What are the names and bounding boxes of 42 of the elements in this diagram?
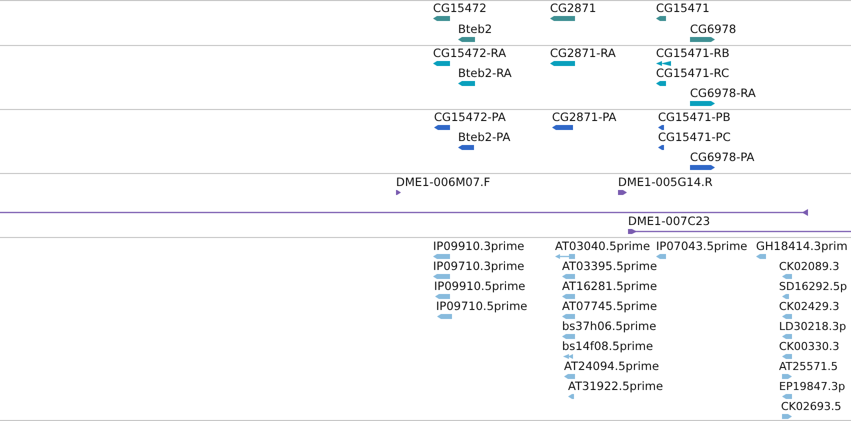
feature-label: IP07043.5prime [656, 240, 748, 253]
feature-label: CG15472 [433, 2, 487, 15]
feature-label: SD16292.5p [779, 280, 847, 293]
feature-label: CK02429.3 [779, 300, 840, 313]
feature-label: DME1-006M07.F [396, 176, 490, 189]
feature-label: CG2871-PA [552, 111, 616, 124]
feature-label: CG15472-PA [434, 111, 506, 124]
feature-label: Bteb2-PA [458, 131, 510, 144]
feature-label: DME1-007C23 [628, 215, 710, 228]
feature-label: CK02089.3 [779, 260, 840, 273]
feature-label: CG15471-RC [656, 67, 730, 80]
feature-label: CK02693.5 [781, 400, 842, 413]
feature-label: CG15471-PB [658, 111, 730, 124]
feature-label: IP09910.5prime [434, 280, 526, 293]
feature-label: CK00330.3 [779, 340, 840, 353]
feature-label: IP09710.5prime [436, 300, 528, 313]
feature-label: GH18414.3prim [756, 240, 848, 253]
feature-label: AT03040.5prime [555, 240, 650, 253]
feature-label: AT07745.5prime [562, 300, 658, 313]
feature-label: bs14f08.5prime [562, 340, 654, 353]
feature-label: AT03395.5prime [562, 260, 658, 273]
feature-label: CG6978-RA [690, 87, 756, 100]
feature-label: EP19847.3p [779, 380, 846, 393]
feature-label: AT16281.5prime [562, 280, 658, 293]
feature-label: CG6978-PA [690, 151, 754, 164]
feature-label: IP09910.3prime [433, 240, 524, 253]
feature-label: CG15471-PC [658, 131, 731, 144]
feature-label: CG15471 [656, 2, 710, 15]
feature-label: AT25571.5 [779, 360, 838, 373]
feature-label: Bteb2-RA [458, 67, 512, 80]
feature-label: CG6978 [690, 23, 736, 36]
feature-label: AT24094.5prime [564, 360, 660, 373]
feature-label: CG15472-RA [433, 47, 506, 60]
feature-label: Bteb2 [458, 23, 492, 36]
feature-label: CG2871 [550, 2, 596, 15]
feature-label: IP09710.3prime [433, 260, 524, 273]
feature-label: CG15471-RB [656, 47, 730, 60]
feature-label: LD30218.3p [779, 320, 846, 333]
feature-label: CG2871-RA [550, 47, 616, 60]
feature-label: AT31922.5prime [568, 380, 664, 393]
feature-label: DME1-005G14.R [618, 176, 713, 189]
feature-label: bs37h06.5prime [562, 320, 656, 333]
